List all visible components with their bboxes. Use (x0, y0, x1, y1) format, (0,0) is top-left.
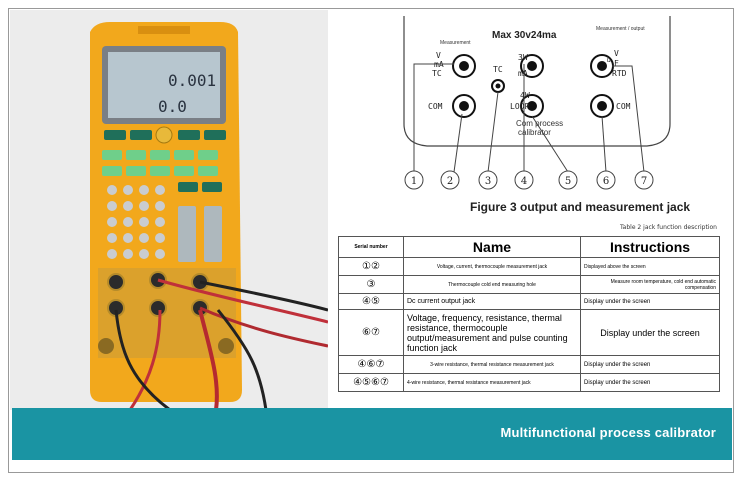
row-serial: ⑥⑦ (338, 309, 404, 356)
table-row: ④⑥⑦ 3-wire resistance, thermal resistanc… (338, 355, 720, 374)
row-name: 4-wire resistance, thermal resistance me… (403, 373, 581, 392)
diagram-center-line2: calibrator (518, 128, 551, 137)
number-4: 4 (521, 176, 527, 187)
jack-function-table: Serial number Name Instructions ①② Volta… (338, 236, 720, 392)
jack5-top: 4W (520, 91, 530, 100)
row-instructions: Display under the screen (580, 355, 720, 374)
row-instructions: Measure room temperature, cold end autom… (580, 275, 720, 294)
diagram-output-label: Measurement / output (596, 26, 645, 32)
row-name: Voltage, frequency, resistance, thermal … (403, 309, 581, 356)
row-serial: ④⑤⑥⑦ (338, 373, 404, 392)
number-2: 2 (447, 176, 453, 187)
jack7-top: V (614, 49, 619, 58)
jack7-mid: F (614, 59, 619, 68)
jack7-bottom: RTD (612, 69, 627, 78)
row-name: Thermocouple cold end measuring hole (403, 275, 581, 294)
jack4-bottom: mA (518, 69, 528, 78)
lcd-bottom-value: 0.0 (158, 97, 187, 116)
table-row: ④⑤⑥⑦ 4-wire resistance, thermal resistan… (338, 373, 720, 392)
diagram-measurement-label: Measurement (440, 40, 471, 46)
table-header-row: Serial number Name Instructions (338, 236, 720, 258)
number-1: 1 (411, 176, 417, 187)
table-row: ③ Thermocouple cold end measuring hole M… (338, 275, 720, 294)
row-serial: ④⑥⑦ (338, 355, 404, 374)
table-row: ①② Voltage, current, thermocouple measur… (338, 257, 720, 276)
row-instructions: Display under the screen (580, 373, 720, 392)
diagram-center-line1: Com process (516, 119, 563, 128)
header-name: Name (403, 236, 581, 258)
header-serial: Serial number (338, 236, 404, 258)
row-instructions: Display under the screen (580, 293, 720, 310)
row-serial: ①② (338, 257, 404, 276)
bottom-banner: Multifunctional process calibrator (12, 408, 732, 460)
header-instructions: Instructions (580, 236, 720, 258)
figure-caption: Figure 3 output and measurement jack (470, 200, 691, 214)
table-row: ④⑤ Dc current output jack Display under … (338, 293, 720, 310)
jack3-label: TC (493, 65, 503, 74)
jack-diagram-svg: Max 30v24ma Measurement / output Measure… (403, 16, 671, 190)
jack4-top: 3W (518, 53, 528, 62)
row-instructions: Displayed above the screen (580, 257, 720, 276)
row-name: 3-wire resistance, thermal resistance me… (403, 355, 581, 374)
calibrator-illustration: 0.001 0.0 (10, 10, 328, 410)
jack2-label: COM (428, 102, 443, 111)
jack7-ohm: Ω (607, 57, 611, 64)
diagram-header: Max 30v24ma (492, 30, 557, 41)
jack1-top: V (436, 51, 441, 60)
row-name: Voltage, current, thermocouple measureme… (403, 257, 581, 276)
lcd-top-value: 0.001 (168, 71, 216, 90)
jack5-bottom: LOOP (510, 102, 529, 111)
number-6: 6 (603, 176, 609, 187)
number-5: 5 (565, 176, 571, 187)
row-serial: ④⑤ (338, 293, 404, 310)
jack1-bottom: TC (432, 69, 442, 78)
product-photo: 0.001 0.0 (10, 10, 328, 410)
jack-diagram: Max 30v24ma Measurement / output Measure… (392, 14, 682, 194)
row-serial: ③ (338, 275, 404, 294)
table-row: ⑥⑦ Voltage, frequency, resistance, therm… (338, 309, 720, 356)
row-name: Dc current output jack (403, 293, 581, 310)
table-caption: Table 2 jack function description (620, 224, 717, 231)
number-3: 3 (485, 176, 491, 187)
banner-title: Multifunctional process calibrator (500, 425, 716, 440)
number-7: 7 (641, 176, 647, 187)
jack6-label: COM (616, 102, 631, 111)
row-instructions: Display under the screen (580, 309, 720, 356)
